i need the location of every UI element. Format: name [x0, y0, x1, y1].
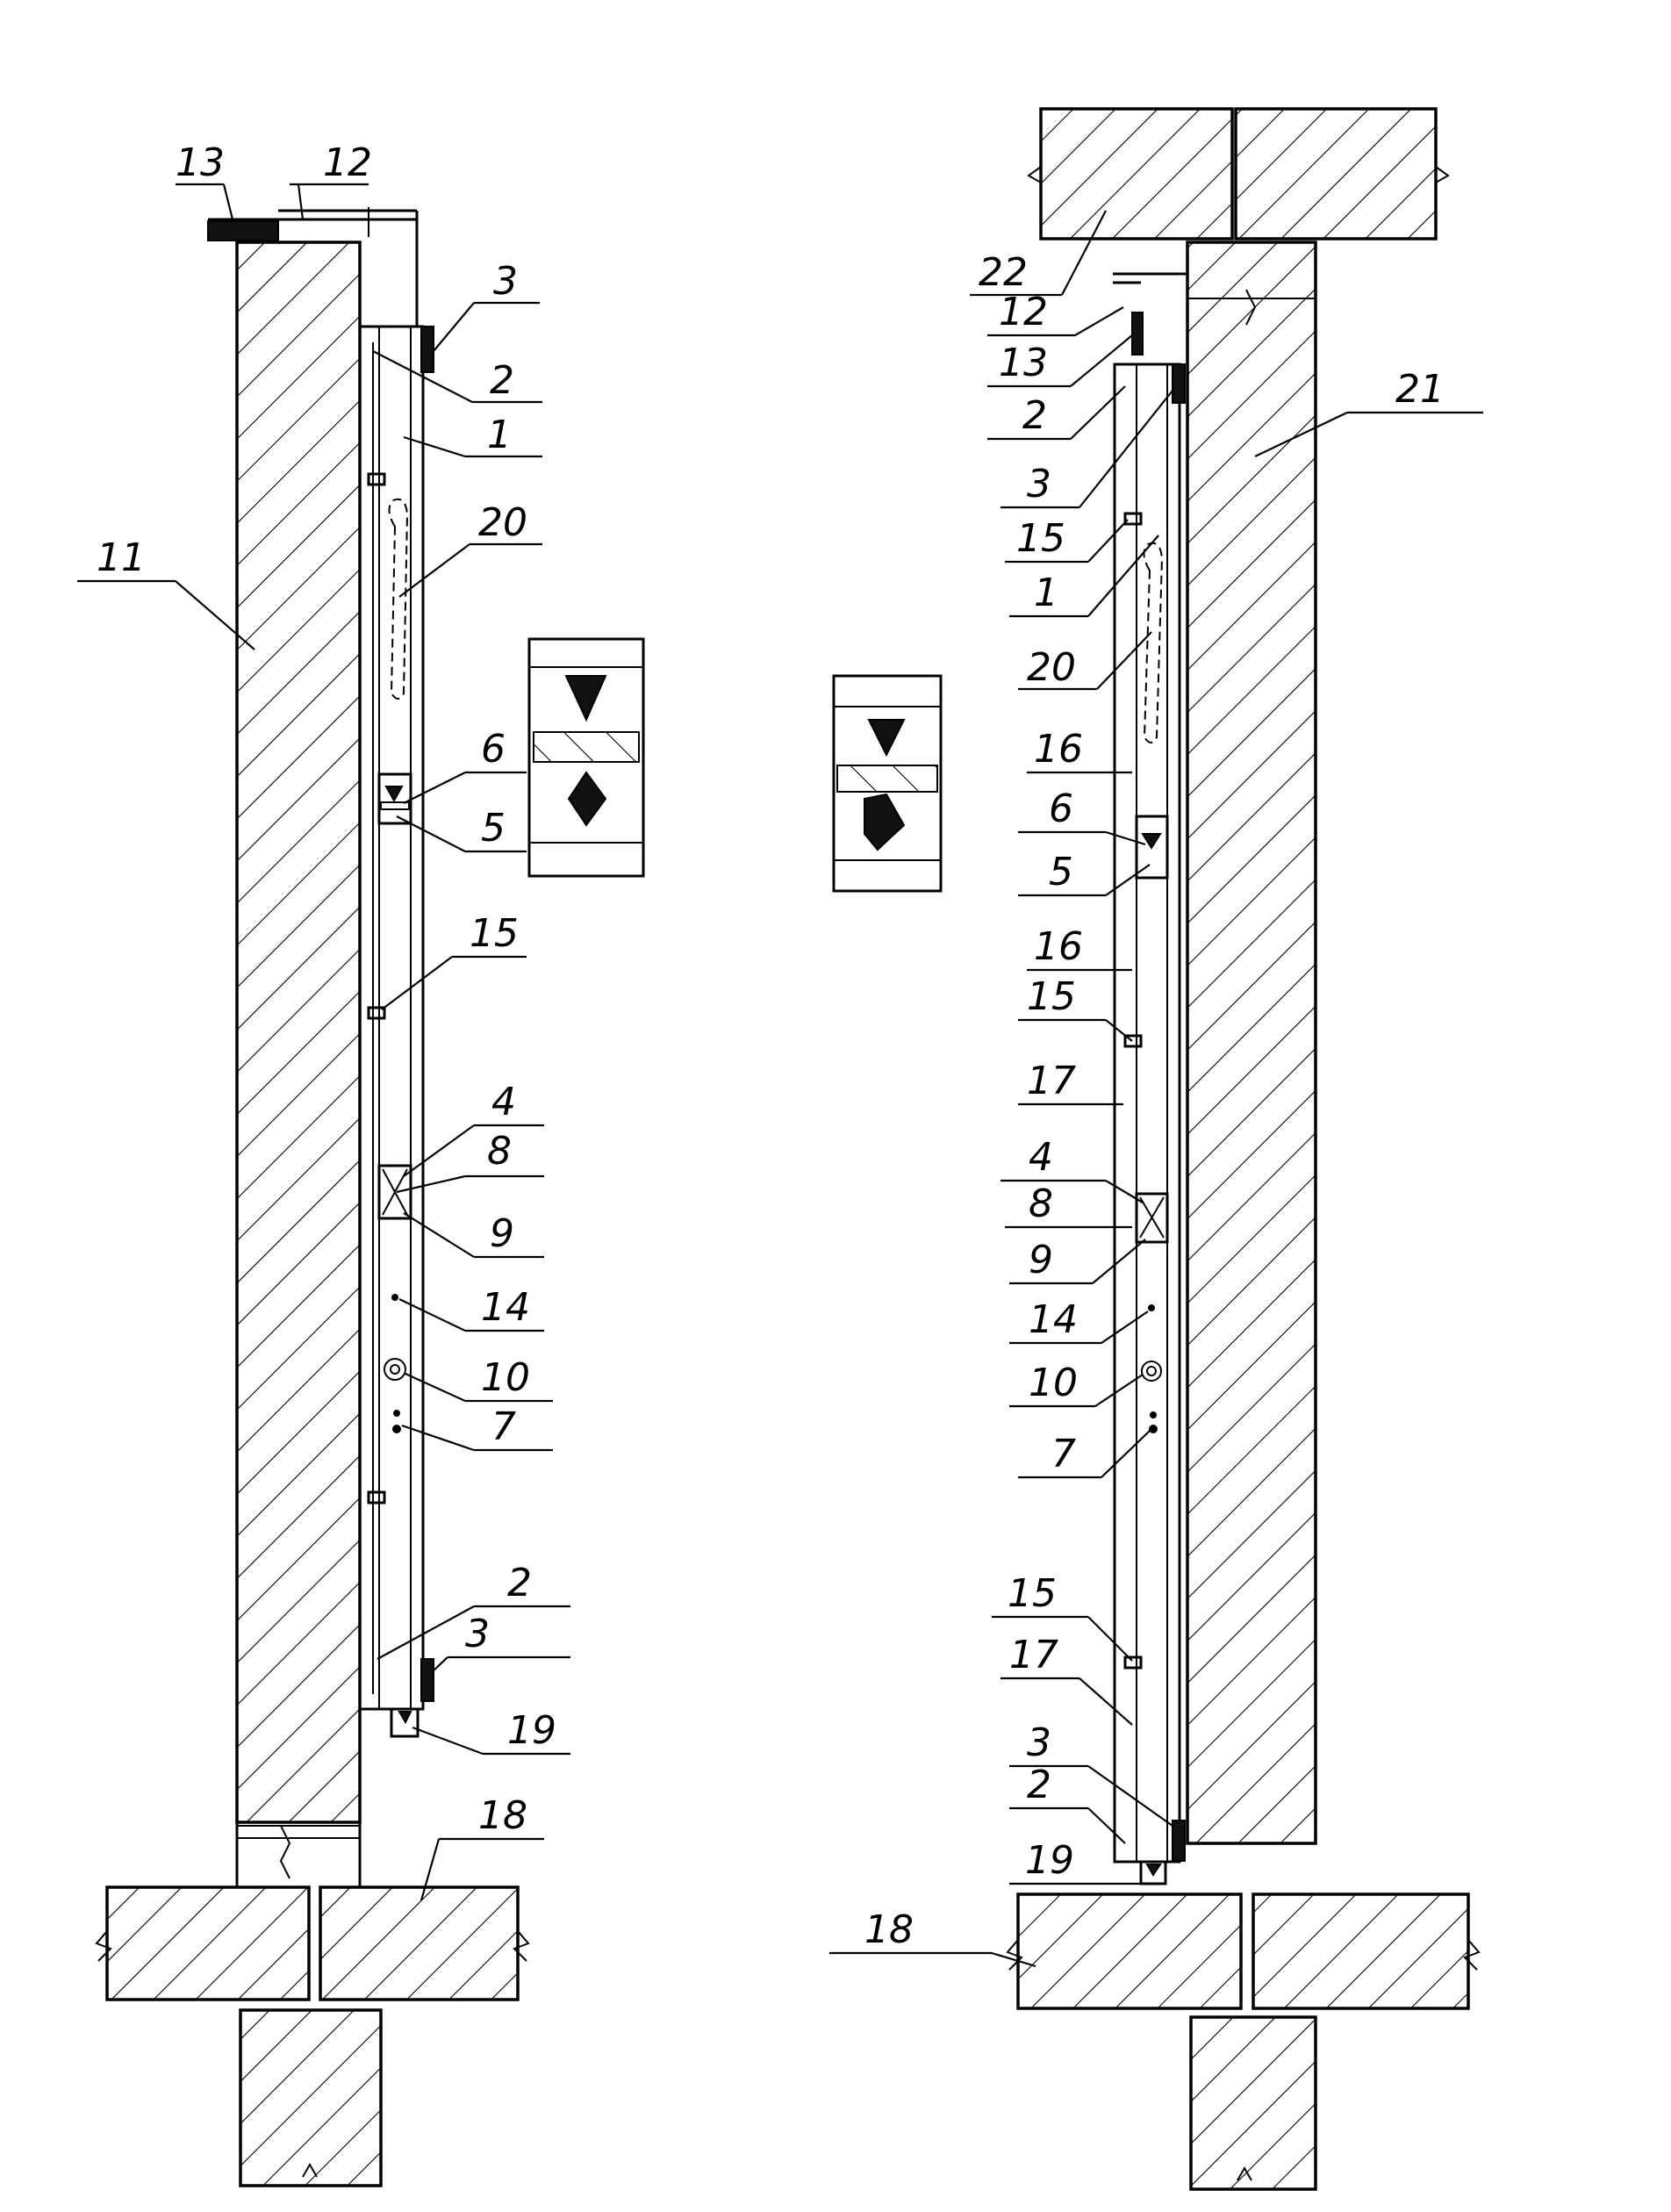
detail-inset-right	[832, 674, 943, 893]
label-right-3b: 3	[1027, 1720, 1051, 1765]
right-wall	[1186, 241, 1317, 1845]
label-right-16b: 16	[1034, 924, 1083, 969]
label-right-6: 6	[1049, 786, 1073, 831]
label-left-9: 9	[490, 1211, 514, 1256]
left-floor-slab-a	[105, 1885, 311, 2001]
label-right-14: 14	[1029, 1297, 1078, 1342]
label-right-9: 9	[1029, 1238, 1053, 1282]
left-wall	[235, 241, 362, 1824]
left-lower-wall	[239, 2008, 383, 2187]
label-left-12: 12	[323, 140, 372, 185]
label-right-8: 8	[1029, 1181, 1053, 1226]
label-left-2b: 2	[507, 1561, 532, 1605]
label-right-2: 2	[1022, 393, 1047, 438]
label-right-5: 5	[1049, 850, 1073, 894]
label-left-4: 4	[491, 1080, 516, 1124]
detail-inset-left	[527, 637, 645, 878]
label-right-18: 18	[864, 1907, 914, 1952]
label-left-10: 10	[481, 1355, 530, 1400]
label-right-15c: 15	[1008, 1571, 1057, 1616]
label-right-2b: 2	[1027, 1763, 1051, 1807]
label-right-21: 21	[1395, 367, 1445, 412]
label-left-11: 11	[97, 535, 146, 580]
label-left-2: 2	[490, 358, 514, 403]
label-right-13: 13	[999, 341, 1048, 385]
label-right-19: 19	[1025, 1838, 1074, 1883]
left-labels: 13 12 3 2 1 20 11 6 5 15 4 8 9 14 10 7 2	[77, 140, 570, 1901]
label-right-1: 1	[1034, 571, 1058, 615]
label-left-15: 15	[470, 911, 519, 956]
label-right-4: 4	[1029, 1135, 1053, 1180]
label-left-3: 3	[493, 259, 518, 304]
left-floor-slab-b	[319, 1885, 520, 2001]
label-right-3: 3	[1027, 462, 1051, 506]
label-right-20: 20	[1027, 645, 1076, 690]
label-left-7: 7	[491, 1404, 516, 1449]
label-right-17: 17	[1027, 1059, 1076, 1103]
label-right-12: 12	[999, 290, 1048, 334]
label-left-19: 19	[507, 1708, 556, 1753]
label-right-17b: 17	[1009, 1633, 1058, 1677]
label-right-22: 22	[979, 250, 1028, 295]
label-left-3b: 3	[465, 1612, 490, 1656]
label-left-6: 6	[481, 727, 506, 772]
label-left-14: 14	[481, 1285, 530, 1330]
label-right-15b: 15	[1027, 974, 1076, 1019]
label-right-10: 10	[1029, 1361, 1078, 1405]
label-right-16: 16	[1034, 727, 1083, 772]
left-view	[95, 207, 530, 2187]
right-view	[1006, 107, 1481, 2191]
label-left-18: 18	[478, 1793, 527, 1838]
label-left-20: 20	[478, 500, 527, 545]
label-left-13: 13	[176, 140, 225, 185]
label-left-5: 5	[481, 806, 506, 851]
label-left-1: 1	[487, 413, 512, 457]
label-right-15: 15	[1016, 516, 1065, 561]
label-right-7: 7	[1051, 1432, 1076, 1476]
label-left-8: 8	[487, 1129, 512, 1174]
right-labels: 22 12 13 2 3 15 1 20 21 16 6 5 16 15 17 …	[829, 210, 1483, 1968]
